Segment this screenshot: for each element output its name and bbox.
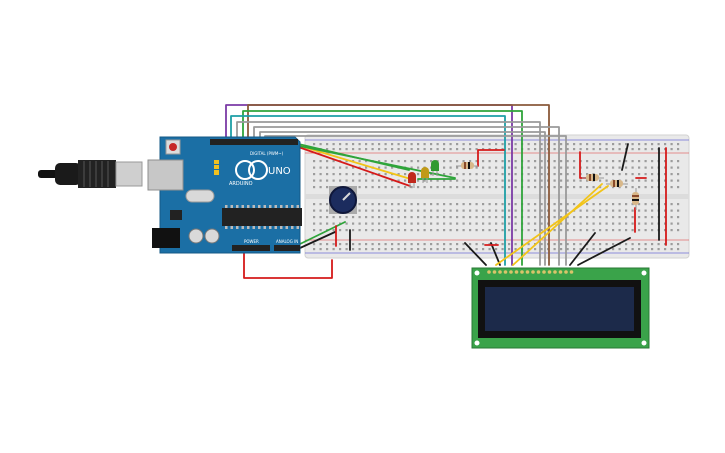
led-1 (408, 172, 416, 188)
arduino-logo-left (235, 160, 255, 180)
breadboard-center-channel (305, 194, 689, 199)
resistor-4 (632, 188, 639, 210)
capacitor-2 (204, 228, 220, 244)
wire-26 (569, 232, 596, 266)
lcd-mount-hole (641, 270, 647, 276)
led-indicator (214, 170, 219, 175)
usb-plug-boot (55, 163, 81, 185)
led-3 (431, 160, 439, 176)
arduino-logo-right (248, 160, 268, 180)
resistor-3 (606, 180, 628, 187)
leds (408, 160, 439, 188)
lcd-pins (487, 270, 574, 274)
resistor-1 (456, 162, 478, 169)
usb-cable-end (38, 170, 58, 178)
crystal (185, 189, 215, 203)
led-tx (214, 160, 219, 164)
arduino-model-label: UNO (268, 166, 291, 177)
usb-cable (38, 160, 143, 188)
digital-pwm-label: DIGITAL (PWM~) (250, 151, 284, 156)
wire-16 (299, 221, 346, 245)
led-2 (421, 167, 429, 183)
wire-30 (621, 143, 629, 171)
wire-24 (495, 185, 609, 266)
arduino-uno-board: ARDUINO UNO DIGITAL (PWM~) POWER ANALOG … (147, 136, 302, 254)
breadboard (304, 134, 690, 259)
reset-button-cap[interactable] (169, 143, 177, 151)
wire-6 (253, 126, 560, 266)
dc-power-jack (152, 228, 180, 248)
lcd-mount-hole (474, 340, 480, 346)
wire-23 (512, 183, 603, 266)
arduino-brand-label: ARDUINO (229, 181, 253, 187)
lcd-screen (485, 287, 634, 331)
usb-plug-metal (115, 161, 143, 187)
wire-21 (490, 242, 501, 266)
led-rx (214, 165, 219, 169)
wire-11 (283, 141, 411, 187)
resistors (456, 162, 639, 210)
potentiometer-indicator (342, 192, 351, 201)
capacitor-1 (188, 228, 204, 244)
wire-14 (477, 149, 505, 167)
lcd-mount-hole (641, 340, 647, 346)
power-label: POWER (244, 239, 259, 244)
digital-header (210, 139, 298, 145)
usb-b-port (147, 159, 184, 191)
power-header (232, 245, 270, 251)
lcd-16x2 (471, 267, 650, 349)
voltage-regulator (170, 210, 182, 220)
analog-header (274, 245, 300, 251)
wire-4 (230, 115, 506, 266)
wire-15 (243, 251, 333, 279)
analog-in-label: ANALOG IN (276, 239, 298, 244)
wire-20 (464, 242, 487, 266)
atmega-chip (222, 208, 302, 226)
lcd-mount-hole (474, 270, 480, 276)
wire-3 (242, 110, 523, 266)
chip-pins (225, 205, 299, 229)
wire-2 (247, 104, 550, 266)
resistor-2 (582, 174, 604, 181)
wire-17 (299, 231, 336, 249)
wire-5 (236, 121, 541, 266)
potentiometer[interactable] (329, 186, 357, 214)
wire-25 (577, 237, 631, 266)
